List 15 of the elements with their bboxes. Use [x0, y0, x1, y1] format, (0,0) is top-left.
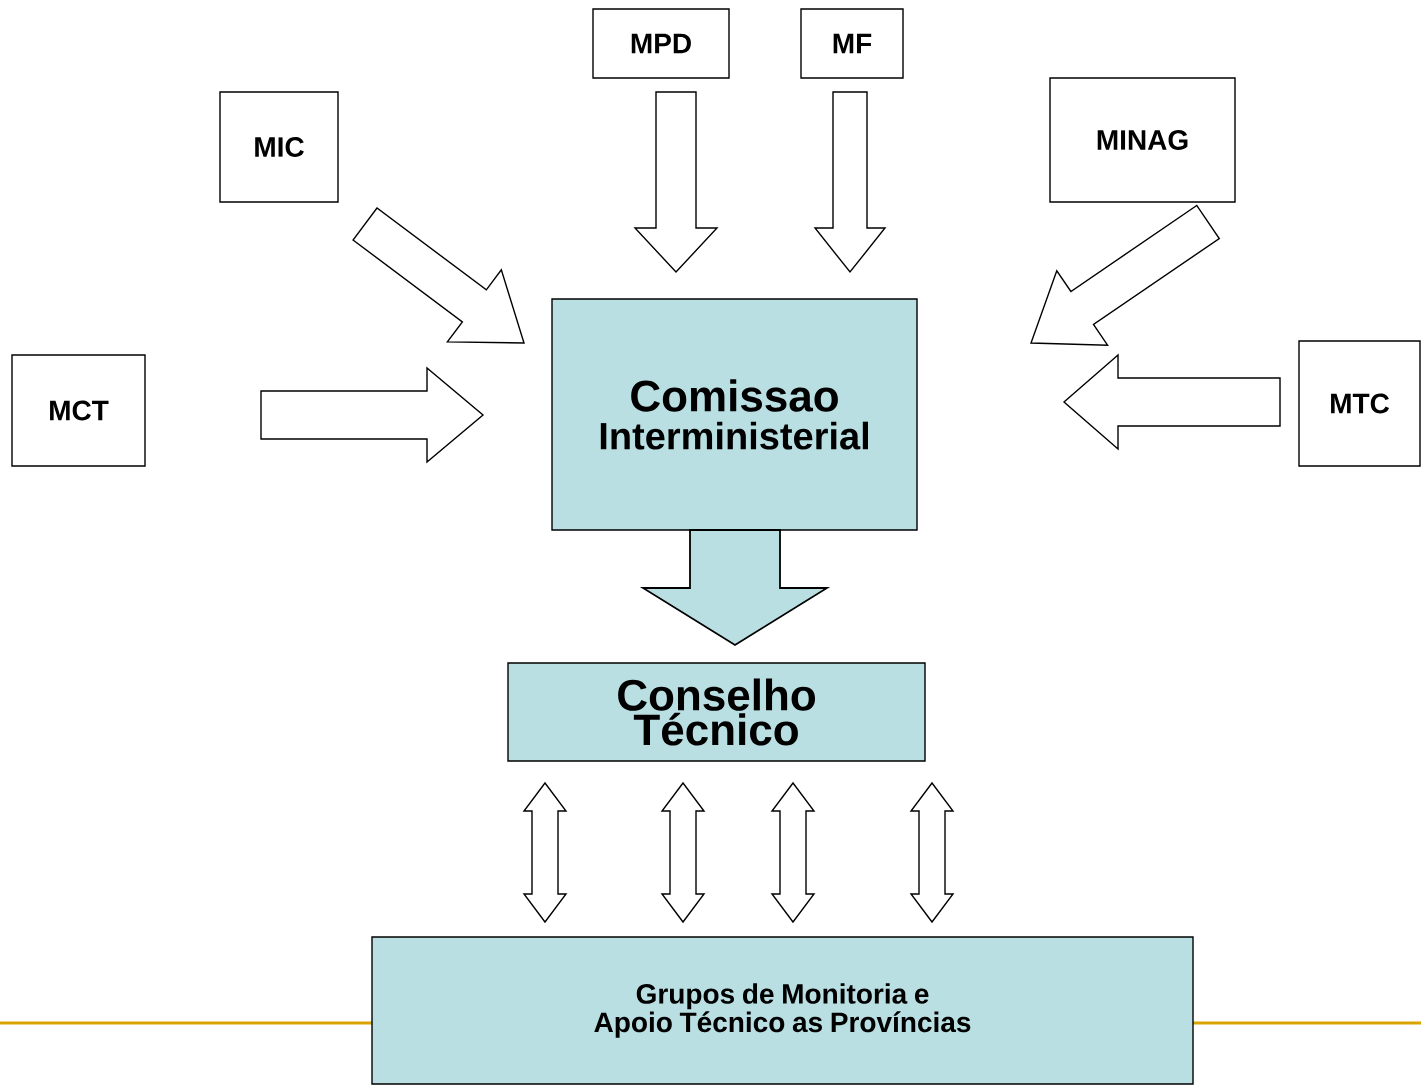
process-box: Grupos de Monitoria e Apoio Técnico as Províncias [371, 936, 1194, 1085]
block-arrow [639, 529, 831, 647]
process-box: MCT [11, 354, 146, 467]
process-box: MIC [219, 91, 339, 203]
process-box: Conselho Técnico [507, 662, 926, 762]
block-arrow [1062, 353, 1281, 451]
process-box: MTC [1298, 340, 1421, 467]
block-arrow [352, 207, 525, 344]
block-arrow [813, 91, 887, 274]
block-arrow [633, 91, 719, 274]
process-box: MPD [592, 8, 730, 79]
process-box: MF [800, 8, 904, 79]
process-box: Comissao Interministerial [551, 298, 918, 531]
block-arrow [260, 366, 485, 464]
process-box: MINAG [1049, 77, 1236, 203]
